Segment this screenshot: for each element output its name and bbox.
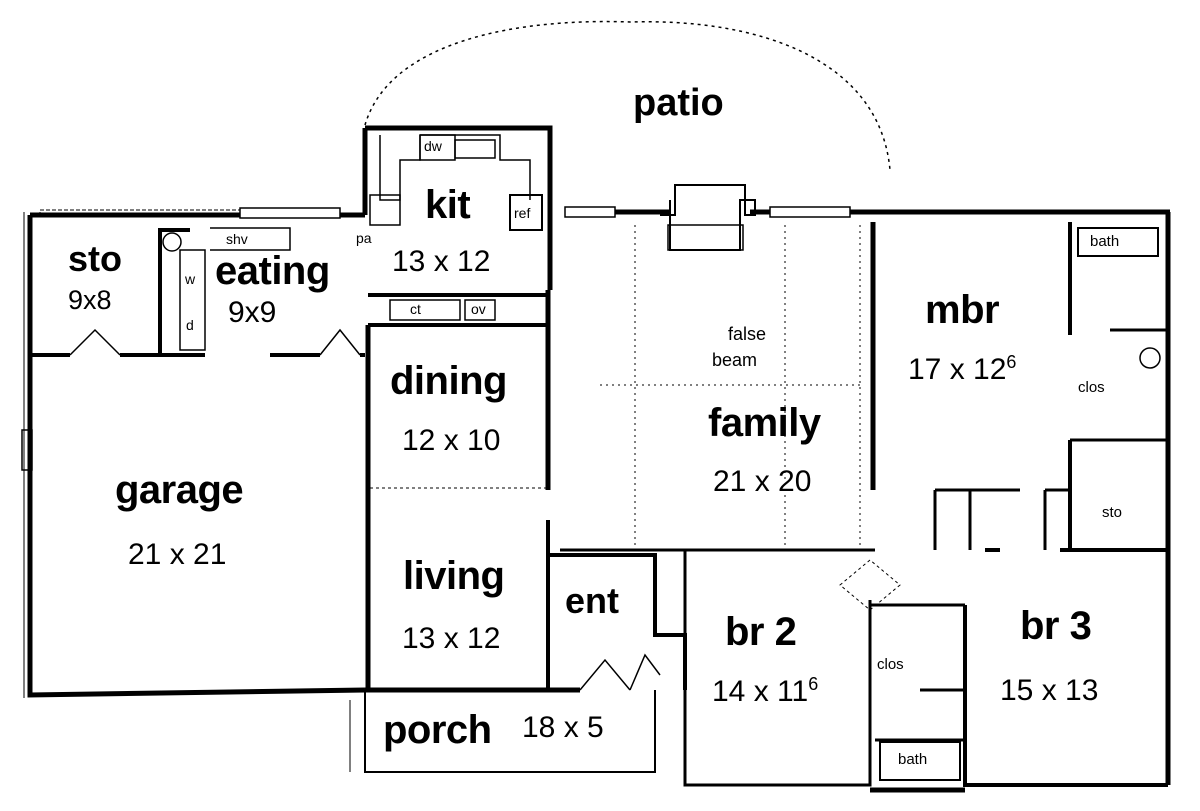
- fixture-w: w: [185, 271, 196, 287]
- window-family-right: [769, 206, 851, 218]
- room-mbr-name: mbr: [925, 288, 1000, 332]
- entry-walls: [548, 553, 687, 690]
- fixture-ref: ref: [514, 205, 531, 221]
- patio-outline: [364, 20, 891, 171]
- family-beam-lines: [600, 225, 861, 550]
- room-eating-name: eating: [215, 249, 330, 293]
- room-dining-dim: 12 x 10: [402, 424, 501, 457]
- room-mbr-dim-main: 17 x 12: [908, 353, 1007, 386]
- master-bath-walls: [1070, 328, 1168, 442]
- fixture-d: d: [186, 317, 194, 333]
- master-bath-tub: [1077, 227, 1159, 257]
- shelf: [210, 227, 291, 251]
- br3-walls: [963, 548, 1168, 787]
- oven: [464, 299, 496, 321]
- room-mbr-dim: 17 x 126: [908, 352, 1017, 386]
- porch-outline: [364, 690, 656, 773]
- room-br3-dim: 15 x 13: [1000, 674, 1099, 707]
- room-br2-dim-main: 14 x 11: [712, 675, 809, 708]
- room-family-dim: 21 x 20: [713, 465, 812, 498]
- hall-bath-tub: [879, 741, 961, 781]
- false-beam-label-2: beam: [712, 350, 758, 370]
- garage-outer-wall: [27, 215, 366, 698]
- fixture-bath-master: bath: [1090, 233, 1120, 250]
- room-dining-name: dining: [390, 359, 507, 403]
- room-sto-dim: 9x8: [68, 285, 112, 315]
- room-living-name: living: [403, 554, 505, 598]
- fixture-dw: dw: [424, 138, 442, 154]
- fixture-sto-closet: sto: [1102, 504, 1123, 521]
- room-ent-name: ent: [565, 580, 619, 621]
- laundry-walls: [179, 249, 206, 351]
- room-br2-name: br 2: [725, 610, 797, 654]
- mbr-closet-walls: [933, 488, 1070, 550]
- garage-door-left: [69, 328, 121, 356]
- kitchen-island: [368, 293, 548, 327]
- room-eating-dim: 9x9: [228, 296, 277, 329]
- room-living-dim: 13 x 12: [402, 622, 501, 655]
- patio-label: patio: [633, 82, 724, 124]
- sto-walls: [30, 228, 205, 357]
- water-heater: [162, 232, 182, 252]
- room-kit-dim: 13 x 12: [392, 245, 491, 278]
- master-toilet: [1139, 347, 1161, 369]
- fixture-ov: ov: [471, 301, 486, 317]
- room-porch-name: porch: [383, 708, 492, 752]
- window-family-left: [564, 206, 616, 218]
- cooktop: [389, 299, 461, 321]
- room-kit-name: kit: [425, 183, 471, 227]
- refrigerator: [509, 194, 543, 231]
- window-eating: [239, 207, 341, 219]
- fixture-clos-master: clos: [1078, 379, 1105, 396]
- fixture-clos-hall: clos: [877, 656, 904, 673]
- fixture-shv: shv: [226, 231, 248, 247]
- entry-door-2: [629, 653, 661, 691]
- pantry: [369, 194, 401, 226]
- room-garage-name: garage: [115, 468, 244, 512]
- fixture-pa: pa: [356, 230, 372, 246]
- room-mbr-dim-sup: 6: [1006, 352, 1017, 372]
- room-br2-dim-sup: 6: [808, 674, 819, 694]
- garage-door-right: [319, 328, 361, 356]
- fixture-bath-hall: bath: [898, 751, 928, 768]
- fixture-ct: ct: [410, 301, 421, 317]
- top-wall-strip-left: [39, 209, 241, 218]
- room-br2-dim: 14 x 116: [712, 674, 819, 708]
- hall-door: [839, 559, 901, 611]
- fireplace-hearth: [667, 224, 744, 251]
- sink: [454, 139, 496, 159]
- room-br3-name: br 3: [1020, 604, 1092, 648]
- entry-door: [579, 658, 631, 691]
- hall-bath-walls: [870, 603, 965, 742]
- room-family-name: family: [708, 401, 821, 445]
- room-porch-dim: 18 x 5: [522, 711, 604, 744]
- br2-walls: [683, 550, 872, 787]
- room-sto-name: sto: [68, 238, 122, 279]
- false-beam-label-1: false: [728, 324, 767, 344]
- room-garage-dim: 21 x 21: [128, 538, 227, 571]
- fireplace: [660, 184, 756, 251]
- garage-window: [21, 429, 33, 471]
